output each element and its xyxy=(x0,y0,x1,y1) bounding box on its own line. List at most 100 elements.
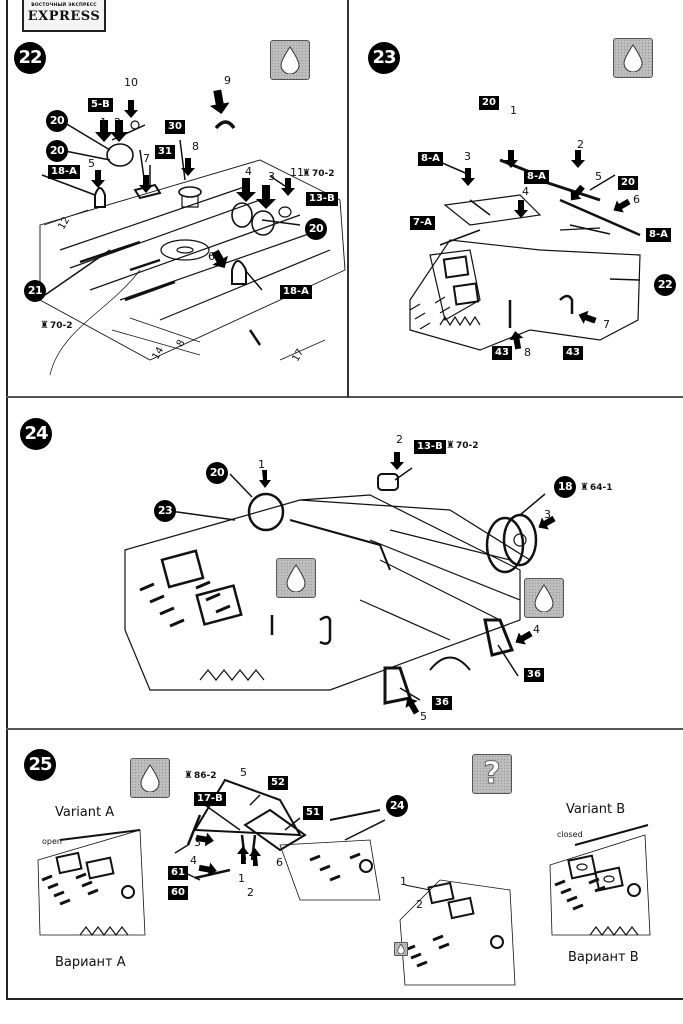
page-border-bottom xyxy=(6,998,683,1000)
logo-subtitle: ВОСТОЧНЫЙ ЭКСПРЕСС xyxy=(31,3,97,8)
part-circle-22: 22 xyxy=(654,274,676,296)
callout-9: 9 xyxy=(224,74,231,87)
logo-title: EXPRESS xyxy=(27,9,101,24)
paint-pot-icon: ♜ xyxy=(580,482,589,493)
callout-2: 2 xyxy=(247,886,254,899)
paint-code: ♜70-2 xyxy=(302,168,335,179)
callout-3: 3 xyxy=(268,170,275,183)
step-number-25: 25 xyxy=(24,749,56,781)
glue-drop-icon xyxy=(524,578,564,618)
paint-code-label: 70-2 xyxy=(455,441,479,451)
part-tag-7a: 7-A xyxy=(410,216,435,230)
callout-8: 8 xyxy=(524,346,531,359)
callout-5: 5 xyxy=(240,766,247,779)
part-tag-8a: 8-A xyxy=(646,228,671,242)
part-tag-20: 20 xyxy=(618,176,638,190)
step-number-22: 22 xyxy=(14,42,46,74)
callout-2: 2 xyxy=(577,138,584,151)
callout-2: 2 xyxy=(114,116,121,129)
paint-code-label: 64-1 xyxy=(589,483,613,493)
part-tag-20: 20 xyxy=(479,96,499,110)
page-border-left xyxy=(6,0,8,1000)
direction-arrows xyxy=(91,89,631,877)
part-tag-51: 51 xyxy=(303,806,323,820)
callout-5: 5 xyxy=(420,710,427,723)
variant-a-title-ru: Вариант А xyxy=(55,955,126,970)
callout-3: 3 xyxy=(194,836,201,849)
section-divider xyxy=(6,396,683,398)
callout-7: 7 xyxy=(143,152,150,165)
part-tag-36: 36 xyxy=(432,696,452,710)
part-tag-17b: 17-B xyxy=(194,792,226,806)
part-circle-18: 18 xyxy=(554,476,576,498)
part-tag-18a: 18-A xyxy=(280,285,312,299)
callout-5: 5 xyxy=(88,157,95,170)
section-divider-vertical xyxy=(347,0,349,398)
section-divider xyxy=(6,728,683,730)
part-tag-36: 36 xyxy=(524,668,544,682)
paint-code: ♜70-2 xyxy=(40,320,73,331)
paint-pot-icon: ♜ xyxy=(40,320,49,331)
glue-drop-icon xyxy=(276,558,316,598)
part-tag-61: 61 xyxy=(168,866,188,880)
paint-pot-icon: ♜ xyxy=(446,440,455,451)
paint-code: ♜64-1 xyxy=(580,482,613,493)
callout-4: 4 xyxy=(245,165,252,178)
paint-pot-icon: ♜ xyxy=(184,770,193,781)
part-tag-13b: 13-B xyxy=(306,192,338,206)
glue-drop-icon xyxy=(130,758,170,798)
question-icon: ? xyxy=(472,754,512,794)
variant-a-state: open xyxy=(42,837,62,846)
part-circle-21: 21 xyxy=(24,280,46,302)
part-circle-23: 23 xyxy=(154,500,176,522)
callout-5: 5 xyxy=(595,170,602,183)
hull-rear-drawing xyxy=(124,494,531,691)
variant-a-title: Variant A xyxy=(55,805,115,820)
paint-code-label: 86-2 xyxy=(193,771,217,781)
part-circle-20: 20 xyxy=(206,462,228,484)
callout-1: 1 xyxy=(510,104,517,117)
variant-b-title-ru: Вариант В xyxy=(568,950,639,965)
variant-b-state: closed xyxy=(557,830,583,839)
callout-1: 1 xyxy=(238,872,245,885)
part-tag-13b: 13-B xyxy=(414,440,446,454)
variant-b-title: Variant B xyxy=(566,802,626,817)
paint-code: ♜70-2 xyxy=(446,440,479,451)
callout-10: 10 xyxy=(124,76,138,89)
callout-1: 1 xyxy=(100,116,107,129)
callout-4: 4 xyxy=(533,623,540,636)
hull-deck-drawing xyxy=(39,159,346,376)
variant-detail-drawing xyxy=(399,879,516,986)
parts-22 xyxy=(94,120,292,285)
callout-3: 3 xyxy=(544,508,551,521)
part-circle-24: 24 xyxy=(386,795,408,817)
variant-a-drawing xyxy=(37,829,146,936)
callout-6: 6 xyxy=(276,856,283,869)
part-tag-52: 52 xyxy=(268,776,288,790)
glue-drop-icon xyxy=(613,38,653,78)
part-tag-5b: 5-B xyxy=(88,98,113,112)
paint-code-label: 70-2 xyxy=(49,321,73,331)
part-circle-20: 20 xyxy=(305,218,327,240)
express-logo: ВОСТОЧНЫЙ ЭКСПРЕСС EXPRESS xyxy=(22,0,106,32)
part-tag-30: 30 xyxy=(165,120,185,134)
part-tag-31: 31 xyxy=(155,145,175,159)
glue-drop-icon xyxy=(270,40,310,80)
callout-3: 3 xyxy=(464,150,471,163)
callout-6: 6 xyxy=(208,250,215,263)
callout-1: 1 xyxy=(400,875,407,888)
callout-2: 2 xyxy=(416,898,423,911)
part-tag-60: 60 xyxy=(168,886,188,900)
part-tag-8a: 8-A xyxy=(418,152,443,166)
paint-code-label: 70-2 xyxy=(311,169,335,179)
part-tag-18a: 18-A xyxy=(48,165,80,179)
part-circle-20: 20 xyxy=(46,140,68,162)
part-tag-43: 43 xyxy=(563,346,583,360)
callout-2: 2 xyxy=(396,433,403,446)
callout-7: 7 xyxy=(603,318,610,331)
callout-6: 6 xyxy=(633,193,640,206)
part-circle-20: 20 xyxy=(46,110,68,132)
step-number-24: 24 xyxy=(20,418,52,450)
variant-b-drawing xyxy=(549,824,651,936)
callout-8: 8 xyxy=(192,140,199,153)
